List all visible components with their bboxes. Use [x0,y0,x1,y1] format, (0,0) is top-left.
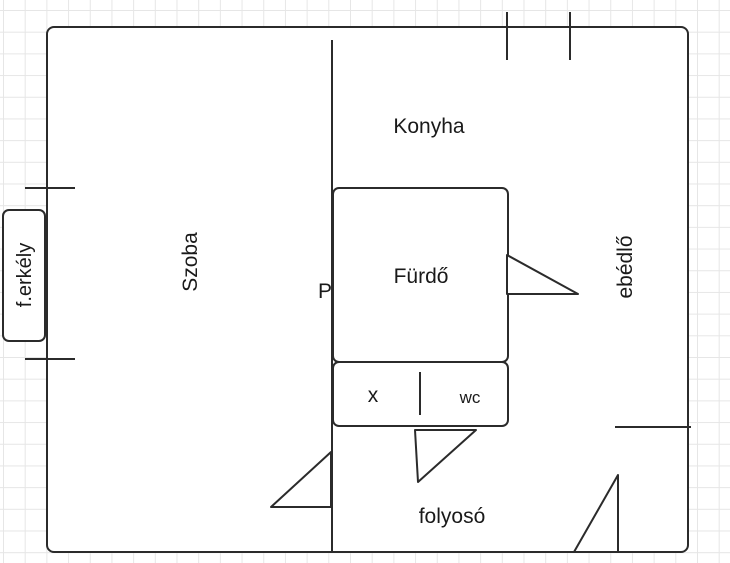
furdo-label: Fürdő [394,265,449,288]
door-swing-entrance [573,474,619,553]
door-swing-wc [414,429,477,483]
x-label: x [368,384,379,407]
ebedlo-label: ebédlő [614,235,637,298]
door-swing-furdo [506,254,579,295]
balcony-label: f.erkély [14,243,36,307]
balcony [2,209,46,342]
door-swing-szoba [270,451,332,508]
folyoso-label: folyosó [419,505,486,528]
wc-label: wc [459,388,481,407]
szoba-label: Szoba [179,232,202,292]
hidden-label: P [318,280,332,303]
konyha-label: Konyha [393,115,465,138]
